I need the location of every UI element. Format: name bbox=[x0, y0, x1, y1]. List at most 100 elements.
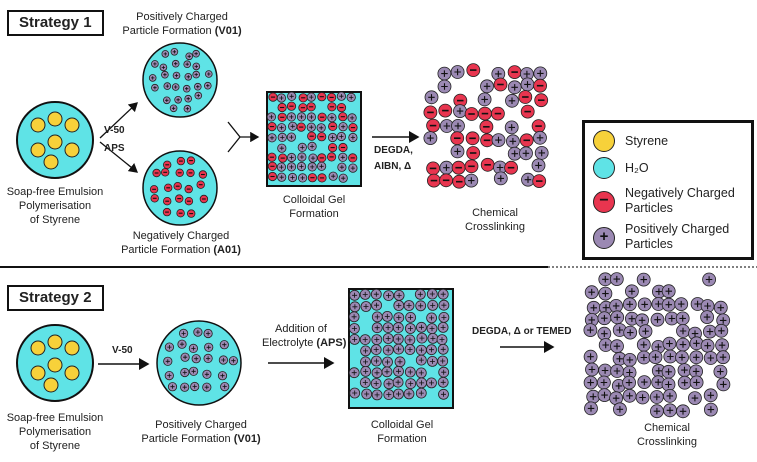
s1-split-arrow-up bbox=[99, 102, 138, 139]
plus-sign bbox=[231, 358, 236, 363]
plus-sign bbox=[206, 84, 210, 88]
plus-sign bbox=[163, 73, 167, 77]
s1-gel-label: Colloidal Gel Formation bbox=[282, 194, 346, 220]
plus-sign bbox=[220, 373, 225, 378]
plus-sign bbox=[418, 370, 424, 376]
plus-sign bbox=[440, 324, 446, 330]
plus-sign bbox=[290, 124, 295, 129]
plus-sign bbox=[182, 370, 187, 375]
plus-sign bbox=[418, 303, 424, 309]
plus-sign bbox=[678, 354, 686, 361]
plus-sign bbox=[396, 292, 402, 298]
plus-sign bbox=[384, 369, 390, 375]
plus-sign bbox=[694, 300, 701, 308]
plus-sign bbox=[171, 106, 176, 110]
plus-sign bbox=[395, 336, 401, 342]
plus-sign bbox=[666, 407, 674, 414]
styrene-droplet bbox=[30, 365, 46, 381]
plus-sign bbox=[279, 146, 284, 151]
plus-sign bbox=[600, 379, 608, 386]
legend-item-water: H₂O bbox=[585, 156, 751, 180]
plus-sign bbox=[385, 325, 391, 331]
styrene-droplet bbox=[64, 340, 80, 356]
plus-sign bbox=[497, 175, 504, 182]
plus-sign bbox=[186, 75, 190, 79]
styrene-droplet bbox=[43, 154, 59, 170]
plus-sign bbox=[172, 50, 177, 54]
plus-sign bbox=[441, 369, 447, 375]
plus-sign bbox=[538, 149, 545, 157]
plus-sign bbox=[693, 340, 700, 347]
plus-sign bbox=[289, 94, 294, 99]
s2-gel-label: Colloidal Gel Formation bbox=[370, 419, 434, 445]
plus-sign bbox=[588, 366, 596, 373]
plus-sign bbox=[181, 331, 186, 336]
plus-sign bbox=[615, 382, 623, 390]
plus-sign bbox=[418, 347, 424, 353]
plus-sign bbox=[396, 391, 401, 397]
plus-sign bbox=[667, 353, 674, 360]
plus-sign bbox=[330, 135, 335, 140]
s2-reagent-initiator: V-50 bbox=[112, 345, 133, 356]
plus-sign bbox=[310, 164, 315, 169]
plus-sign bbox=[681, 366, 688, 374]
plus-sign bbox=[185, 87, 189, 91]
plus-sign bbox=[350, 166, 355, 171]
plus-sign bbox=[429, 358, 435, 364]
plus-sign bbox=[616, 406, 624, 413]
plus-sign bbox=[509, 138, 517, 145]
plus-sign bbox=[692, 368, 700, 375]
plus-sign bbox=[443, 122, 451, 130]
plus-sign bbox=[587, 353, 594, 360]
plus-sign bbox=[299, 114, 304, 119]
plus-sign bbox=[191, 369, 196, 374]
plus-sign bbox=[616, 355, 623, 363]
plus-sign bbox=[339, 165, 344, 170]
plus-sign bbox=[386, 392, 392, 398]
plus-sign bbox=[704, 302, 711, 310]
plus-sign bbox=[587, 405, 595, 412]
plus-sign bbox=[289, 135, 294, 140]
plus-sign bbox=[299, 164, 304, 169]
plus-sign bbox=[612, 302, 620, 310]
plus-sign bbox=[396, 303, 402, 308]
plus-sign bbox=[280, 135, 285, 140]
s1-reagents-crosslink: DEGDA, AIBN, Δ bbox=[374, 145, 413, 172]
plus-sign bbox=[602, 290, 609, 297]
plus-sign bbox=[339, 94, 344, 99]
plus-sign bbox=[704, 342, 711, 349]
plus-sign bbox=[601, 330, 608, 337]
plus-sign bbox=[163, 52, 167, 56]
plus-sign bbox=[511, 150, 518, 157]
plus-sign bbox=[194, 64, 198, 69]
plus-sign bbox=[340, 155, 345, 160]
plus-sign bbox=[161, 65, 166, 70]
plus-sign bbox=[279, 125, 284, 130]
plus-sign bbox=[616, 326, 623, 334]
plus-sign bbox=[373, 381, 379, 386]
s2-electrolyte-label: Addition of Electrolyte (APS) bbox=[262, 323, 347, 349]
plus-sign bbox=[363, 304, 369, 309]
plus-sign bbox=[374, 302, 380, 308]
plus-sign bbox=[418, 357, 424, 363]
plus-sign bbox=[483, 83, 491, 90]
s2-final-label: Chemical Crosslinking bbox=[637, 422, 697, 448]
plus-sign bbox=[681, 379, 688, 386]
plus-sign bbox=[587, 379, 594, 386]
plus-sign bbox=[289, 164, 294, 169]
plus-sign bbox=[626, 392, 633, 400]
plus-sign bbox=[407, 369, 413, 375]
plus-sign bbox=[299, 154, 304, 160]
plus-sign bbox=[374, 325, 380, 331]
plus-sign bbox=[352, 292, 358, 298]
plus-sign bbox=[373, 347, 379, 353]
plus-sign bbox=[535, 162, 542, 169]
styrene-droplet bbox=[47, 357, 63, 373]
plus-sign bbox=[655, 379, 662, 386]
plus-sign bbox=[655, 367, 663, 374]
plus-sign bbox=[655, 288, 663, 295]
plus-sign bbox=[508, 97, 516, 104]
plus-sign bbox=[429, 291, 435, 297]
plus-sign bbox=[352, 336, 358, 342]
plus-sign bbox=[718, 342, 726, 349]
